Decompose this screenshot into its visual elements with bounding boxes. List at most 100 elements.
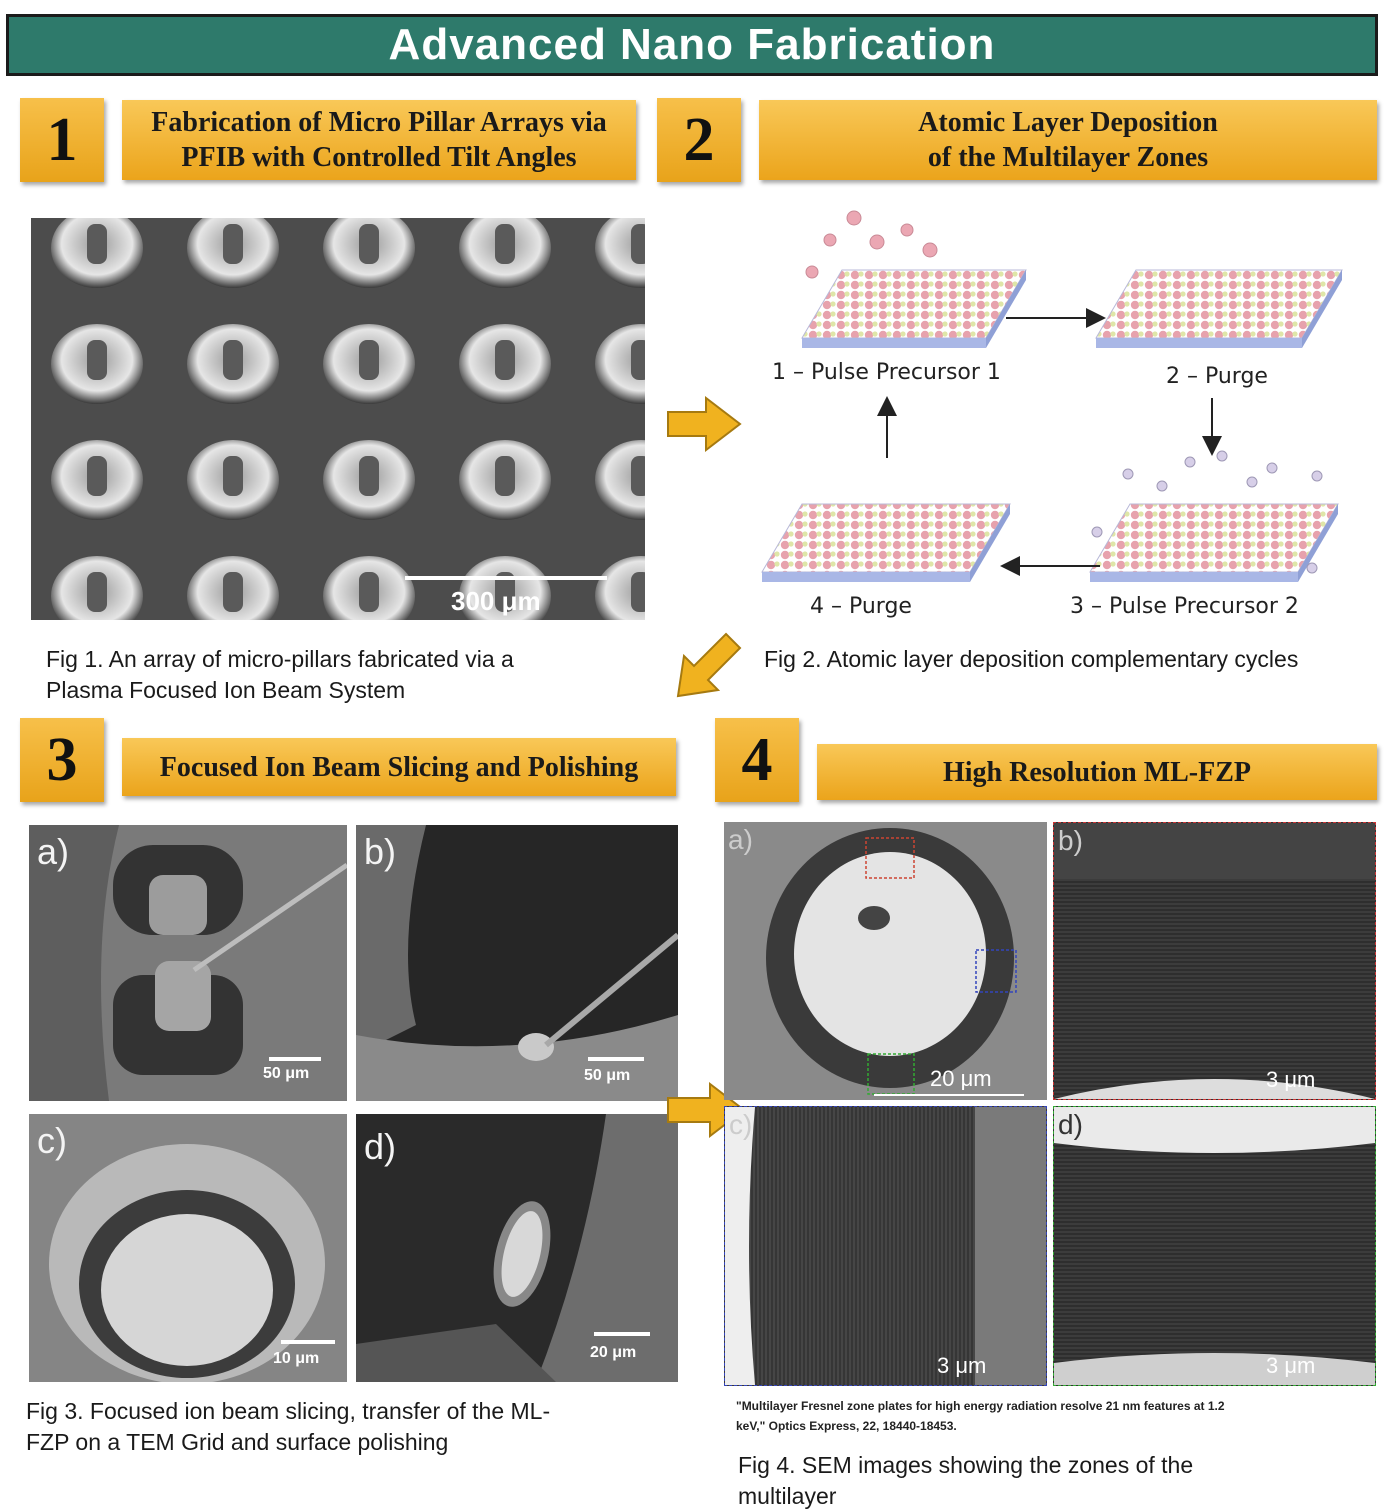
section-2-heading-line1: Atomic Layer Deposition [918,107,1218,138]
micro-pillar [87,224,107,264]
arrow-down-left-icon [676,632,742,698]
fig4-c-scale-label: 3 μm [937,1353,987,1378]
fig3-panel-c-label: c) [37,1120,67,1161]
section-2-heading-line2: of the Multilayer Zones [927,142,1209,173]
fig3-panel-a: a) 50 μm [29,825,347,1101]
section-2-number: 2 [657,98,741,182]
page-title: Advanced Nano Fabrication [388,20,996,69]
fig3-caption-line1: Fig 3. Focused ion beam slicing, transfe… [26,1398,551,1424]
fig4-caption-line1: Fig 4. SEM images showing the zones of t… [738,1452,1194,1478]
fig3-panel-c-image [29,1114,347,1382]
micro-pillar [87,572,107,612]
micro-pillar [359,340,379,380]
fig3-panel-d-image [356,1114,678,1382]
micro-pillar [87,340,107,380]
micro-pillar [223,224,243,264]
fig3-a-scale-label: 50 μm [263,1065,310,1082]
fig3-a-scale-bar [269,1057,321,1061]
section-2-heading: Atomic Layer Deposition of the Multilayer… [759,100,1377,180]
fig4-reference-line1: "Multilayer Fresnel zone plates for high… [736,1399,1225,1413]
fig3-panel-d-label: d) [364,1126,397,1167]
fig1-scale-label: 300 μm [451,586,541,616]
fig4-panel-a-label: a) [728,824,753,855]
fig1-scale-bar [405,576,607,580]
fig4-panel-c-label: c) [729,1109,753,1140]
micro-pillar [631,456,645,496]
fig4-d-scale-label: 3 μm [1266,1353,1316,1378]
fig1-sem-image: 300 μm [31,218,645,620]
section-4-number: 4 [715,718,799,802]
fig4-b-scale-label: 3 μm [1266,1067,1316,1092]
micro-pillar [495,456,515,496]
micro-pillar [359,456,379,496]
fig4-panel-b-image [1054,823,1375,1099]
micro-pillar [495,572,515,612]
micro-pillar [631,572,645,612]
ald-cycle-drawing [761,210,1343,582]
arrow-right-icon [667,396,742,452]
fig4-panel-d-label: d) [1058,1109,1083,1140]
section-1-number: 1 [20,98,104,182]
fig3-caption-line2: FZP on a TEM Grid and surface polishing [26,1429,449,1455]
fig1-caption: Fig 1. An array of micro-pillars fabrica… [46,644,646,706]
section-3-number: 3 [20,718,104,802]
fig3-d-scale-label: 20 μm [590,1344,637,1361]
section-3-heading: Focused Ion Beam Slicing and Polishing [122,738,676,796]
fig3-panel-c: c) 10 μm [29,1114,347,1382]
micro-pillar [87,456,107,496]
section-1-heading-line1: Fabrication of Micro Pillar Arrays via [151,107,607,138]
micro-pillar [495,340,515,380]
fig4-panel-b-label: b) [1058,825,1083,856]
section-1-heading-line2: PFIB with Controlled Tilt Angles [181,142,577,173]
fig3-b-scale-bar [588,1057,644,1061]
micro-pillar [359,572,379,612]
fig2-caption: Fig 2. Atomic layer deposition complemen… [764,646,1299,672]
fig3-panel-a-image [29,825,347,1101]
fig4-a-scale-label: 20 μm [930,1066,992,1091]
fig4-panel-b: b) 3 μm [1053,822,1376,1100]
micro-pillar [223,456,243,496]
fig4-panel-a: a) 20 μm [724,822,1047,1100]
fig4-panel-c-image [725,1107,1046,1385]
fig3-panel-a-label: a) [37,831,70,872]
fig3-panel-b-image [356,825,678,1101]
fig4-reference: "Multilayer Fresnel zone plates for high… [736,1396,1376,1436]
micro-pillar [359,224,379,264]
fig4-caption: Fig 4. SEM images showing the zones of t… [738,1450,1378,1512]
fig3-caption: Fig 3. Focused ion beam slicing, transfe… [26,1396,666,1458]
ald-step-3: 3 – Pulse Precursor 2 [1070,594,1299,619]
substrate-3 [1089,503,1339,582]
fig1-caption-line1: Fig 1. An array of micro-pillars fabrica… [46,646,514,672]
substrate-4 [761,503,1011,582]
micro-pillar [631,224,645,264]
fig3-d-scale-bar [594,1332,650,1336]
fig4-panel-c: c) 3 μm [724,1106,1047,1386]
fig4-reference-line2: keV," Optics Express, 22, 18440-18453. [736,1419,957,1433]
fig4-panel-d: d) 3 μm [1053,1106,1376,1386]
fig4-panel-d-image [1054,1107,1375,1385]
fig3-b-scale-label: 50 μm [584,1067,631,1084]
fig4-panel-a-image [724,822,1047,1100]
pillar-array-image [31,218,645,620]
section-4-heading: High Resolution ML-FZP [817,744,1377,800]
ald-step-4: 4 – Purge [810,594,912,619]
micro-pillar [631,340,645,380]
micro-pillar [223,340,243,380]
fig1-caption-line2: Plasma Focused Ion Beam System [46,677,406,703]
fig4-a-scale-bar [874,1094,1024,1096]
fig3-c-scale-bar [281,1340,335,1344]
micro-pillar [495,224,515,264]
fig4-caption-line2: multilayer [738,1483,837,1509]
fig3-panel-b-label: b) [364,831,397,872]
fig3-panel-d: d) 20 μm [356,1114,678,1382]
ald-step-1: 1 – Pulse Precursor 1 [772,360,1001,385]
page-title-bar: Advanced Nano Fabrication [6,14,1378,76]
fig2-ald-diagram: 1 – Pulse Precursor 1 2 – Purge 3 – Puls… [752,200,1382,630]
ald-step-2: 2 – Purge [1166,364,1268,389]
fig3-panel-b: b) 50 μm [356,825,678,1101]
fig3-c-scale-label: 10 μm [273,1350,320,1367]
substrate-1 [801,269,1027,348]
substrate-2 [1095,269,1343,348]
micro-pillar [223,572,243,612]
